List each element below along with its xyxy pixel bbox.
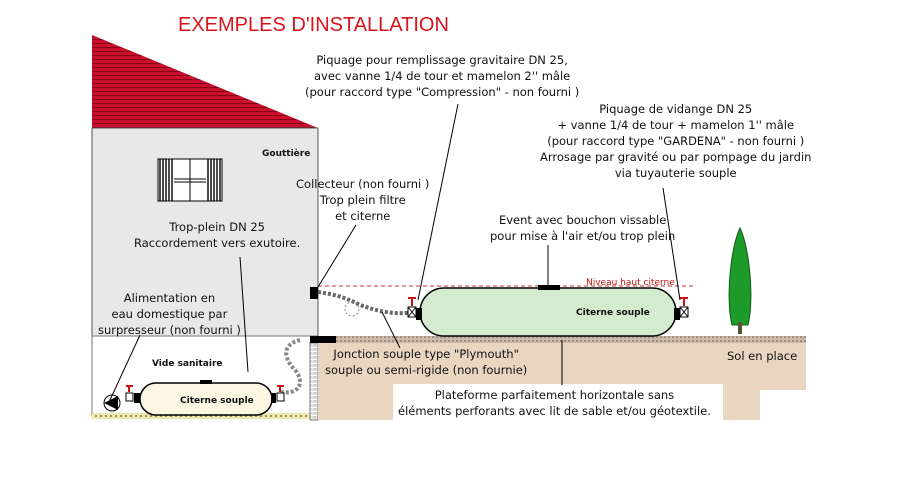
label-platform: Plateforme parfaitement horizontale sans… [398,388,711,418]
label-junction: Jonction souple type "Plymouth" souple o… [325,347,528,377]
pump-icon [103,394,121,412]
label-crawlspace: Vide sanitaire [152,359,223,369]
label-fill-nozzle: Piquage pour remplissage gravitaire DN 2… [305,53,580,99]
label-high-level: Niveau haut citerne [586,278,675,288]
platform-label-bg [393,384,723,420]
roof [92,35,318,128]
gravel-strip [92,413,318,419]
leader-lines [109,103,681,401]
tree-icon [728,226,752,334]
window [157,158,223,202]
valve-icon [276,385,285,402]
label-collector: Collecteur (non fourni ) Trop plein filt… [296,177,430,223]
foundation-wall [309,342,319,421]
label-vent: Event avec bouchon vissable pour mise à … [490,213,676,243]
fill-valve-icon [407,297,417,318]
label-large-tank: Citerne souple [576,308,650,318]
label-gutter: Gouttière [262,149,311,159]
label-ground: Sol en place [727,349,798,363]
label-overflow: Trop-plein DN 25 Raccordement vers exuto… [134,220,301,250]
drain-valve-icon [679,297,689,318]
valve-icon [125,385,134,402]
soil-surface [318,336,806,343]
page-title: EXEMPLES D'INSTALLATION [178,14,449,36]
label-small-tank: Citerne souple [180,396,254,406]
label-drain-nozzle: Piquage de vidange DN 25 + vanne 1/4 de … [540,102,812,180]
label-supply: Alimentation en eau domestique par surpr… [98,291,241,337]
